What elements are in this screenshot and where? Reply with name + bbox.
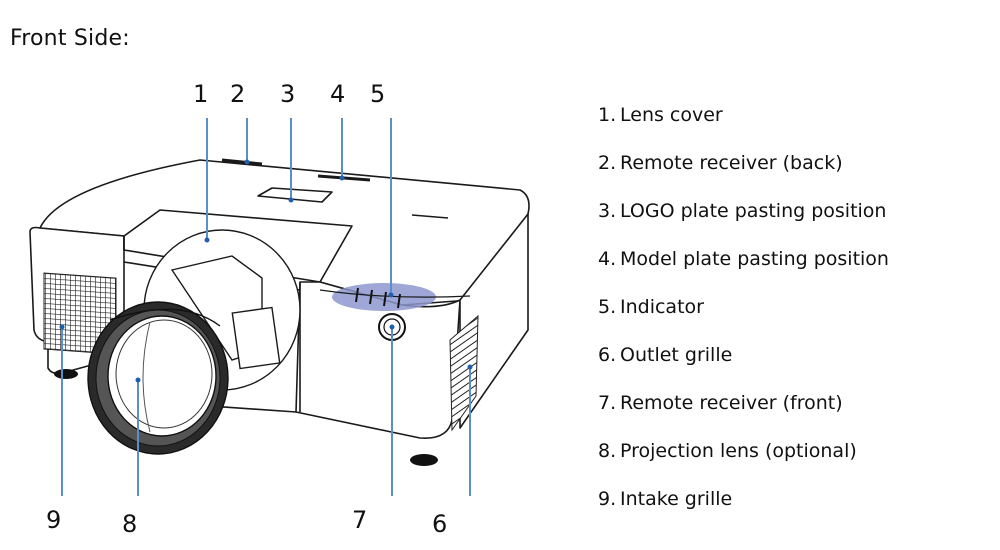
remote-receiver-back-plate [221, 158, 263, 166]
legend-index: 6. [598, 344, 617, 366]
front-foot-right [410, 454, 438, 466]
lens-mount [143, 229, 301, 391]
leader-dot-8 [135, 377, 141, 383]
front-foot-left [54, 369, 78, 379]
legend-item: 8.Projection lens (optional) [598, 439, 889, 487]
legend-label: Indicator [620, 296, 704, 318]
legend-label: Intake grille [620, 488, 733, 510]
callout-1: 1 [193, 80, 209, 108]
legend-index: 9. [598, 488, 617, 510]
legend-item: 7.Remote receiver (front) [598, 391, 889, 439]
legend-index: 5. [598, 296, 617, 318]
legend-index: 1. [598, 104, 617, 126]
leader-dot-2 [244, 159, 250, 165]
legend-item: 3.LOGO plate pasting position [598, 199, 889, 247]
callout-8: 8 [122, 510, 138, 538]
legend-index: 4. [598, 248, 617, 270]
parts-legend: 1.Lens cover 2.Remote receiver (back) 3.… [598, 103, 889, 535]
projection-lens [87, 301, 229, 455]
legend-label: Remote receiver (back) [620, 152, 843, 174]
callout-7: 7 [352, 506, 368, 534]
leader-dot-9 [59, 324, 65, 330]
leader-dot-1 [204, 237, 210, 243]
legend-index: 3. [598, 200, 617, 222]
legend-label: LOGO plate pasting position [620, 200, 887, 222]
callout-3: 3 [280, 80, 296, 108]
callout-5: 5 [370, 80, 386, 108]
legend-item: 4.Model plate pasting position [598, 247, 889, 295]
legend-item: 6.Outlet grille [598, 343, 889, 391]
legend-item: 5.Indicator [598, 295, 889, 343]
legend-item: 1.Lens cover [598, 103, 889, 151]
callout-6: 6 [432, 510, 448, 538]
logo-plate [257, 187, 333, 203]
leader-dot-5 [388, 292, 394, 298]
legend-item: 9.Intake grille [598, 487, 889, 535]
legend-index: 8. [598, 440, 617, 462]
leader-dot-7 [389, 324, 395, 330]
legend-index: 7. [598, 392, 617, 414]
legend-label: Outlet grille [620, 344, 733, 366]
callout-9: 9 [46, 506, 62, 534]
legend-label: Projection lens (optional) [620, 440, 857, 462]
legend-index: 2. [598, 152, 617, 174]
leader-dot-4 [339, 175, 345, 181]
callout-4: 4 [330, 80, 346, 108]
legend-item: 2.Remote receiver (back) [598, 151, 889, 199]
page-title: Front Side: [10, 26, 130, 51]
legend-label: Remote receiver (front) [620, 392, 843, 414]
leader-dot-3 [288, 197, 294, 203]
legend-label: Lens cover [620, 104, 723, 126]
callout-2: 2 [230, 80, 246, 108]
leader-lines [59, 118, 473, 496]
legend-label: Model plate pasting position [620, 248, 889, 270]
leader-dot-6 [467, 364, 473, 370]
projector-diagram [29, 118, 530, 496]
